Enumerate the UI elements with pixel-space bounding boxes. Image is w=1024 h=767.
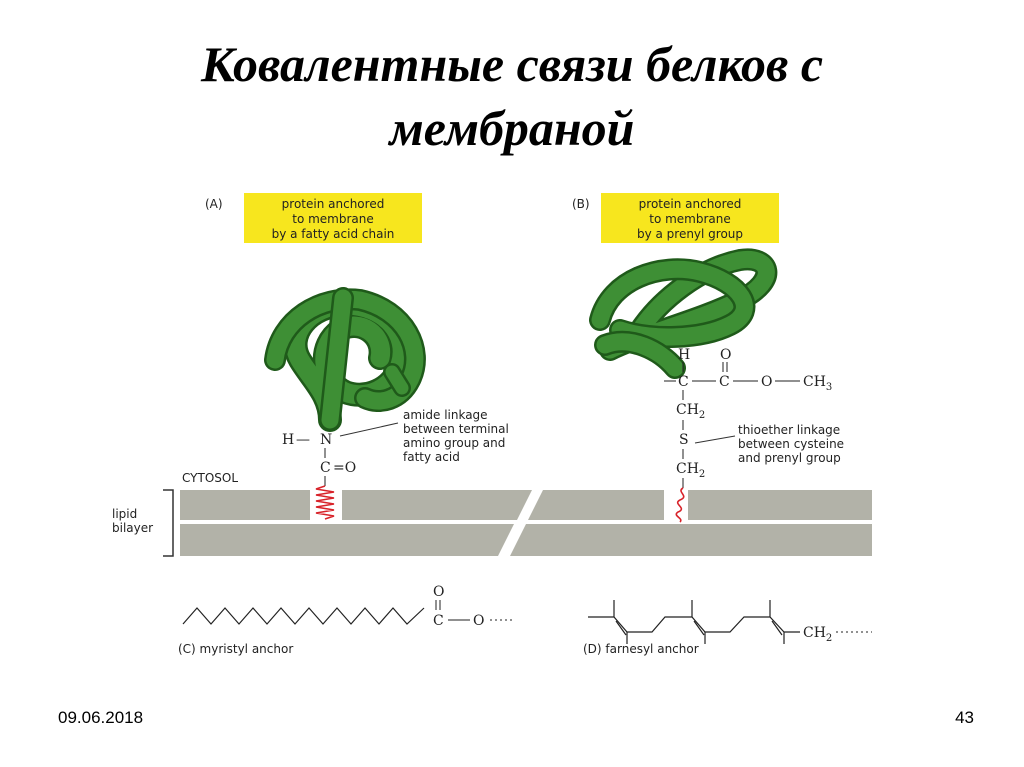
slide-title: Ковалентные связи белков с мембраной	[0, 32, 1024, 160]
panel-b-ester-o: O	[761, 374, 772, 390]
slide-date: 09.06.2018	[58, 708, 144, 727]
panel-a-box-line-2: to membrane	[292, 212, 374, 226]
upper-leaflet-left	[180, 490, 532, 520]
panel-b-label-box	[601, 193, 779, 243]
myristyl-carbon: C	[433, 613, 444, 629]
panel-a-h-atom: H	[282, 432, 294, 448]
panel-b-o-top: O	[720, 347, 731, 363]
panel-b-ch2-lower: CH2	[676, 461, 705, 480]
panel-a-c-atom: C	[320, 460, 331, 476]
panel-a-carbonyl-o: =O	[333, 460, 356, 476]
panel-b-carbonyl-c: C	[719, 374, 730, 390]
panel-b-letter: (B)	[572, 197, 590, 211]
panel-b-annotation-pointer	[694, 435, 736, 444]
panel-a-letter: (A)	[205, 197, 223, 211]
panel-a-annotation-pointer	[339, 422, 399, 437]
panel-b-s-atom: S	[679, 432, 689, 448]
panel-a-label-box	[244, 193, 422, 243]
cytosol-label: CYTOSOL	[182, 471, 238, 485]
panel-b-box-line-3: by a prenyl group	[637, 227, 743, 241]
lower-leaflet-right	[510, 524, 872, 556]
myristyl-ester-o: O	[473, 613, 484, 629]
myristyl-carbonyl-o: O	[433, 584, 444, 600]
slide-number: 43	[955, 708, 974, 727]
panel-c-caption: (C) myristyl anchor	[178, 642, 293, 656]
panel-b-ch2-upper: CH2	[676, 402, 705, 421]
panel-a-box-line-3: by a fatty acid chain	[272, 227, 395, 241]
panel-a-n-atom: N	[320, 432, 332, 448]
protein-a-ribbon	[264, 287, 426, 432]
myristyl-skeleton	[182, 607, 425, 625]
panel-b-h-atom: H	[678, 347, 690, 363]
lipid-bilayer-label-line-1: lipid	[112, 507, 137, 521]
upper-leaflet-right	[528, 490, 872, 520]
slide-title-line-1: Ковалентные связи белков с	[200, 36, 824, 92]
panel-b-box-line-1: protein anchored	[639, 197, 742, 211]
panel-b-box-line-2: to membrane	[649, 212, 731, 226]
myristyl-chain-zigzag	[315, 485, 335, 520]
panel-d-caption: (D) farnesyl anchor	[583, 642, 699, 656]
lipid-bilayer	[180, 488, 872, 556]
panel-b-alpha-c: C	[678, 374, 689, 390]
slide-title-line-2: мембраной	[389, 100, 635, 156]
panel-a-annotation-line-4: fatty acid	[403, 450, 460, 464]
panel-b-annotation-line-2: between cysteine	[738, 437, 844, 451]
panel-b-annotation-line-1: thioether linkage	[738, 423, 840, 437]
lower-leaflet-left	[180, 524, 514, 556]
farnesyl-ch2: CH2	[803, 625, 832, 644]
panel-b-ch3: CH3	[803, 374, 832, 393]
protein-b-ribbon	[589, 248, 778, 379]
farnesyl-chain-squiggle	[675, 487, 685, 523]
panel-a-annotation-line-2: between terminal	[403, 422, 509, 436]
farnesyl-skeleton	[588, 600, 800, 644]
panel-a-box-line-1: protein anchored	[282, 197, 385, 211]
anchor-b-slot	[664, 488, 688, 522]
panel-a-annotation-line-1: amide linkage	[403, 408, 488, 422]
panel-a-bond-dash: —	[296, 432, 310, 448]
bilayer-bracket	[163, 489, 174, 557]
panel-a-annotation-line-3: amino group and	[403, 436, 505, 450]
lipid-bilayer-label-line-2: bilayer	[112, 521, 153, 535]
panel-b-annotation-line-3: and prenyl group	[738, 451, 841, 465]
